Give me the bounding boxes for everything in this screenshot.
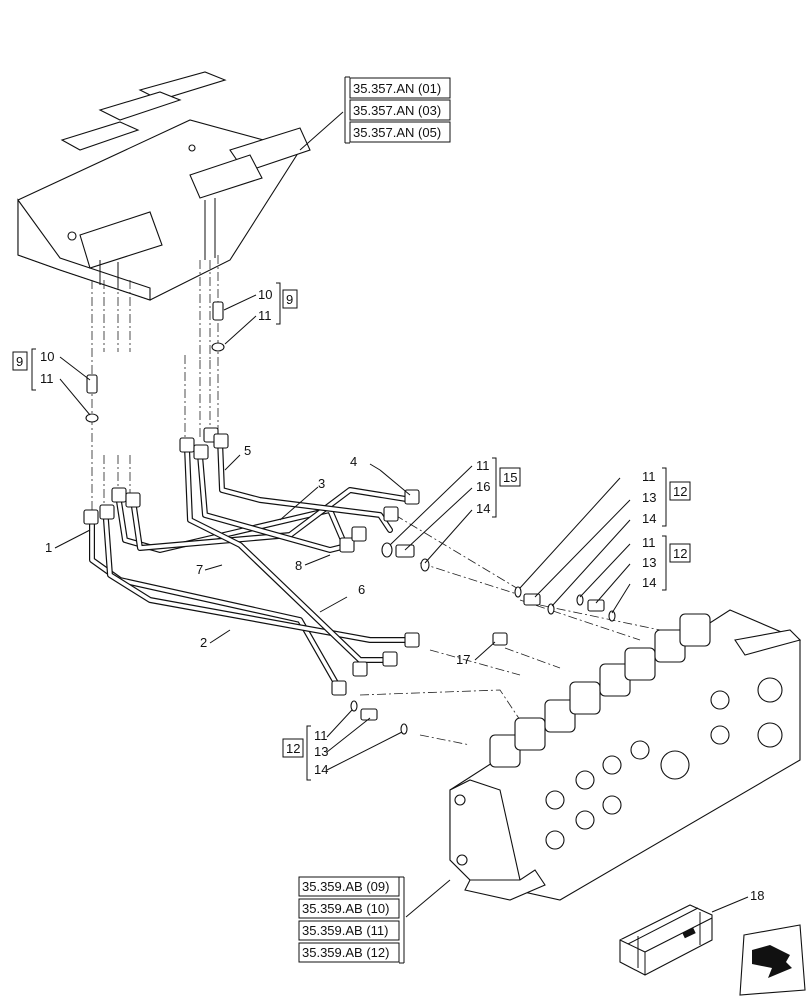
- ref-label-top-3: 35.357.AN (05): [353, 125, 441, 140]
- ref-label-top-2: 35.357.AN (03): [353, 103, 441, 118]
- kit-9-left: 9: [12, 348, 36, 391]
- callout-7[interactable]: 7: [196, 562, 203, 577]
- leader-lines: [54, 111, 749, 918]
- kit-box-12-a[interactable]: [669, 481, 691, 501]
- kit-label-9-left: 9: [16, 354, 23, 369]
- crate-icon: [619, 904, 713, 976]
- callout-4[interactable]: 4: [350, 454, 357, 469]
- kit-box-12-c[interactable]: [282, 738, 304, 758]
- callout-12b-14[interactable]: 14: [642, 575, 656, 590]
- ref-label-bottom-2: 35.359.AB (10): [302, 901, 389, 916]
- control-valve-assembly: [449, 609, 802, 901]
- callout-5[interactable]: 5: [244, 443, 251, 458]
- callout-15-11[interactable]: 11: [476, 458, 490, 473]
- ref-label-bottom-1: 35.359.AB (09): [302, 879, 389, 894]
- kit-12-c: 12: [282, 725, 311, 781]
- callout-12a-14[interactable]: 14: [642, 511, 656, 526]
- ref-box-bottom-2[interactable]: [298, 898, 400, 919]
- callout-18[interactable]: 18: [750, 888, 764, 903]
- kit-box-12-b[interactable]: [669, 543, 691, 563]
- callout-8[interactable]: 8: [295, 558, 302, 573]
- callout-15-16[interactable]: 16: [476, 479, 490, 494]
- ref-box-bottom-1[interactable]: [298, 876, 400, 897]
- callout-11-left[interactable]: 11: [40, 371, 54, 386]
- kit-label-15: 15: [503, 470, 517, 485]
- ref-box-bottom-3[interactable]: [298, 920, 400, 941]
- kit-15: 15: [492, 457, 521, 518]
- ref-box-top-1[interactable]: [349, 77, 451, 99]
- alignment-lines: [91, 255, 661, 746]
- callout-12b-13[interactable]: 13: [642, 555, 656, 570]
- ref-box-bottom-4[interactable]: [298, 942, 400, 963]
- callout-10-upper[interactable]: 10: [258, 287, 272, 302]
- ref-label-top-1: 35.357.AN (01): [353, 81, 441, 96]
- ref-label-bottom-3: 35.359.AB (11): [302, 923, 388, 938]
- callout-17[interactable]: 17: [456, 652, 470, 667]
- callout-12c-11[interactable]: 11: [314, 728, 328, 743]
- hydraulic-tubes: [83, 427, 420, 696]
- kit-12-a: 12: [662, 467, 691, 527]
- callout-6[interactable]: 6: [358, 582, 365, 597]
- kit-label-12-c: 12: [286, 741, 300, 756]
- kit-label-9-upper: 9: [286, 292, 293, 307]
- callout-15-14[interactable]: 14: [476, 501, 490, 516]
- callout-12c-13[interactable]: 13: [314, 744, 328, 759]
- kit-box-9-upper[interactable]: [282, 289, 298, 309]
- valve-ports: [454, 677, 783, 866]
- kit-12-b: 12: [662, 535, 691, 591]
- callout-1[interactable]: 1: [45, 540, 52, 555]
- kit-box-9-left[interactable]: [12, 351, 28, 371]
- callout-12b-11[interactable]: 11: [642, 535, 656, 550]
- reference-group-bottom: 35.359.AB (09) 35.359.AB (10) 35.359.AB …: [298, 876, 405, 964]
- valve-manifold-block: [17, 71, 311, 301]
- kit-label-12-a: 12: [673, 484, 687, 499]
- reference-group-top: 35.357.AN (01) 35.357.AN (03) 35.357.AN …: [344, 76, 451, 144]
- callout-12a-11[interactable]: 11: [642, 469, 656, 484]
- arrow-navigation-icon[interactable]: [739, 924, 806, 996]
- fittings: [85, 301, 616, 735]
- callout-11-upper[interactable]: 11: [258, 308, 272, 323]
- kit-box-15[interactable]: [499, 467, 521, 487]
- ref-box-top-3[interactable]: [349, 121, 451, 143]
- ref-box-top-2[interactable]: [349, 99, 451, 121]
- kit-9-upper: 9: [276, 282, 298, 325]
- callout-12a-13[interactable]: 13: [642, 490, 656, 505]
- solenoid-coils: [489, 613, 711, 768]
- callout-10-left[interactable]: 10: [40, 349, 54, 364]
- callout-numbers: 10 11 10 11 1 2 3 4 5 6 7 8 11 16 14 11 …: [40, 287, 764, 903]
- kit-label-12-b: 12: [673, 546, 687, 561]
- callout-12c-14[interactable]: 14: [314, 762, 328, 777]
- ref-label-bottom-4: 35.359.AB (12): [302, 945, 389, 960]
- callout-2[interactable]: 2: [200, 635, 207, 650]
- callout-3[interactable]: 3: [318, 476, 325, 491]
